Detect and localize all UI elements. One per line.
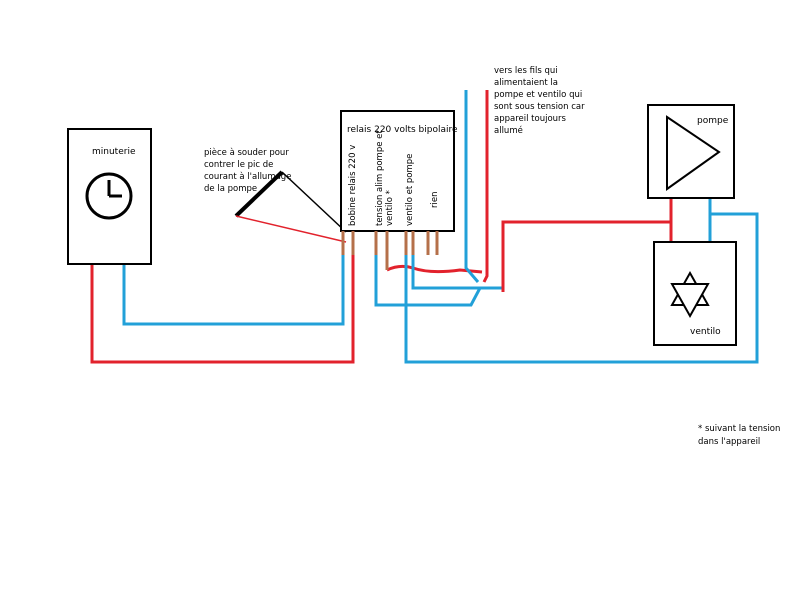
fan-label: ventilo xyxy=(690,327,721,337)
wire-relay-blue-left xyxy=(374,232,482,307)
relay-title: relais 220 volts bipolaire xyxy=(347,125,458,135)
pump-label: pompe xyxy=(697,116,729,126)
supply-note: vers les fils qui alimentaient la pompe … xyxy=(494,66,587,136)
wire-relay-blue-pump-b xyxy=(411,248,503,290)
footnote: * suivant la tension dans l'appareil xyxy=(698,424,783,447)
solder-note: pièce à souder pour contrer le pic de co… xyxy=(204,147,294,194)
wire-pump-red xyxy=(501,198,673,292)
star-icon xyxy=(670,270,710,319)
wire-relay-blue-pump xyxy=(404,212,759,364)
wire-timer-blue xyxy=(122,232,345,326)
wire-timer-red xyxy=(90,232,355,364)
pin-label-supply-2: ventilo * xyxy=(385,190,395,226)
triangle-icon xyxy=(666,115,721,191)
timer-label: minuterie xyxy=(92,147,136,157)
relay-pins xyxy=(341,231,439,270)
pin-label-fan-pump: ventilo et pompe xyxy=(405,154,415,226)
relay-box xyxy=(340,110,455,232)
pin-label-supply: tension alim pompe et xyxy=(375,130,385,226)
pin-label-coil: bobine relais 220 v xyxy=(348,145,358,226)
clock-icon xyxy=(85,172,133,220)
wire-supply-red xyxy=(482,90,489,283)
pin-label-none: rien xyxy=(430,192,440,208)
solder-part xyxy=(234,170,347,243)
relay-pin-labels: bobine relais 220 v tension alim pompe e… xyxy=(348,130,440,226)
wire-supply-blue xyxy=(464,90,480,283)
